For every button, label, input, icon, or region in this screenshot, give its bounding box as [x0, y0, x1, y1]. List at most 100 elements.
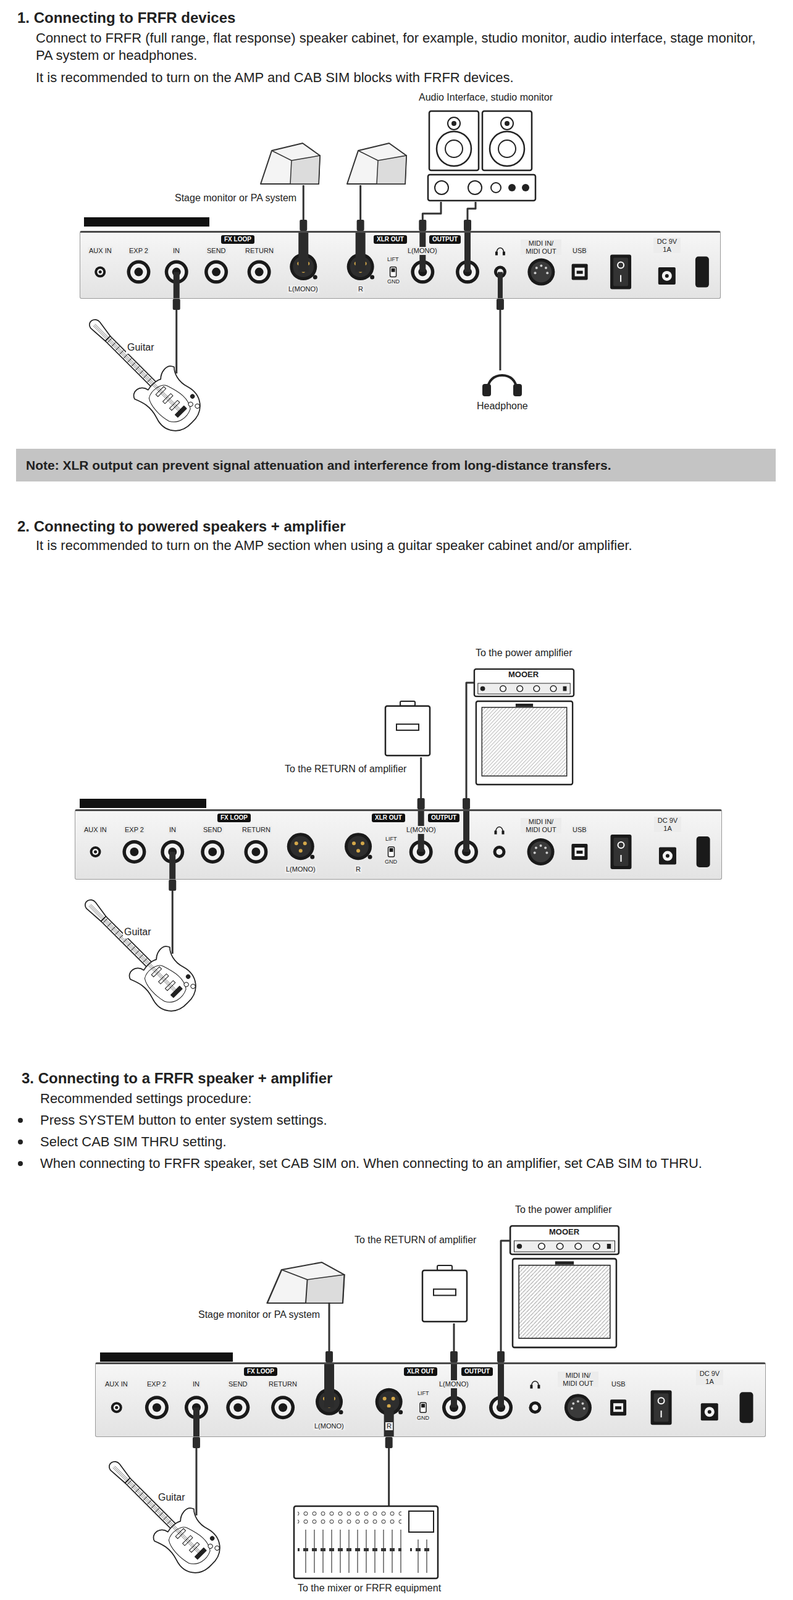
section-tag: FX LOOP — [221, 235, 255, 244]
cable — [171, 891, 174, 955]
amplifier — [422, 1266, 467, 1323]
cable-plug — [450, 1351, 458, 1364]
cable — [466, 683, 474, 799]
quarter-inch-jack — [126, 260, 151, 285]
cable-clamp — [739, 1392, 754, 1424]
midi-pin — [581, 1403, 585, 1406]
usb-port — [574, 847, 585, 857]
jack-label: AUX IN — [82, 826, 109, 835]
cable-plug — [463, 219, 472, 231]
jack-label: SEND — [205, 247, 228, 256]
midi-pin — [583, 1408, 586, 1411]
midi-jack — [527, 838, 555, 866]
cable-plug — [497, 1364, 504, 1409]
note-band: Note: XLR output can prevent signal atte… — [16, 448, 776, 482]
midi-jack — [527, 258, 555, 286]
midi-pin — [545, 271, 549, 275]
jack-label: EXP 2 — [127, 247, 150, 256]
usb-port — [571, 844, 588, 861]
usb-port — [571, 264, 588, 281]
aux-jack — [111, 1402, 123, 1414]
xlr-jack — [347, 836, 369, 858]
quarter-inch-jack — [152, 1403, 162, 1413]
power-switch — [610, 834, 632, 870]
amplifier — [385, 701, 430, 756]
ground-lift-switch — [421, 1404, 425, 1409]
cable-plug — [497, 1351, 505, 1364]
guitar — [69, 883, 207, 1021]
xlr-latch — [398, 1410, 403, 1415]
body-text: It is recommended to turn on the AMP sec… — [34, 537, 634, 555]
cable-plug — [384, 1408, 395, 1438]
aux-jack — [114, 1406, 118, 1410]
xlr-jack — [290, 836, 312, 858]
xlr-pin — [360, 841, 365, 846]
midi-pin — [571, 1403, 575, 1406]
xlr-jack — [344, 833, 372, 861]
quarter-inch-jack — [229, 1400, 247, 1417]
bullet — [17, 1118, 23, 1124]
studio-monitor — [482, 111, 532, 171]
midi-pin — [545, 852, 548, 855]
quarter-inch-jack — [129, 847, 139, 857]
cable-plug — [299, 219, 307, 231]
dc-jack — [662, 851, 673, 862]
device-label: Guitar — [122, 926, 153, 939]
usb-port — [615, 1406, 622, 1410]
midi-jack — [530, 261, 552, 283]
jack-label: R — [356, 285, 365, 294]
midi-pin — [544, 266, 548, 270]
jack-label: GND — [386, 278, 401, 285]
midi-jack — [567, 1397, 589, 1419]
amp-head — [510, 1226, 619, 1255]
mixer — [293, 1506, 438, 1580]
cable-clamp — [695, 256, 710, 288]
brand-logo: MOOER — [507, 670, 540, 680]
device-label: To the power amplifier — [474, 647, 574, 660]
quarter-inch-jack — [211, 268, 221, 277]
aux-jack — [96, 269, 104, 276]
jack-label: LIFT — [386, 256, 400, 263]
aux-jack — [90, 846, 102, 858]
jack-label: RETURN — [240, 826, 272, 835]
cable-plug — [464, 232, 471, 273]
speaker-cabinet — [512, 1259, 617, 1349]
midi-pin — [576, 1400, 580, 1404]
bullet-text: When connecting to FRFR speaker, set CAB… — [38, 1155, 789, 1173]
jack-label: USB — [571, 826, 588, 835]
body-text: It is recommended to turn on the AMP and… — [34, 69, 516, 87]
bullet — [17, 1161, 23, 1167]
usb-port — [576, 851, 583, 855]
panel-bar — [79, 799, 207, 809]
jack-label: GND — [416, 1415, 430, 1422]
headphone-icon — [529, 1385, 533, 1389]
midi-pin — [544, 847, 547, 850]
aux-jack — [98, 270, 102, 274]
device-label: To the power amplifier — [513, 1204, 614, 1217]
section-tag: XLR OUT — [373, 235, 407, 244]
cable-plug — [463, 811, 470, 853]
rear-panel: AUX INEXP 2INFX LOOPSENDRETURNL(MONO)RXL… — [74, 809, 722, 881]
jack-label: L(MONO) — [287, 285, 320, 294]
jack-label: L(MONO) — [405, 826, 438, 835]
cable — [499, 310, 501, 371]
power-switch — [618, 842, 625, 849]
device-label: To the mixer or FRFR equipment — [296, 1582, 443, 1596]
aux-jack — [92, 849, 99, 856]
dc-jack — [665, 274, 669, 278]
xlr-pin — [387, 1405, 391, 1409]
quarter-inch-jack — [134, 268, 143, 277]
quarter-inch-jack — [255, 268, 264, 277]
dc-jack — [658, 267, 676, 285]
rear-panel: AUX INEXP 2INFX LOOPSENDRETURNL(MONO)RXL… — [95, 1363, 766, 1438]
cable — [175, 310, 178, 374]
ground-lift-switch — [419, 1403, 427, 1414]
device-label: Stage monitor or PA system — [197, 1309, 322, 1322]
ground-lift-switch — [387, 847, 395, 858]
stage-monitor — [267, 1262, 345, 1304]
quarter-inch-jack — [204, 844, 222, 861]
dc-jack — [704, 1407, 715, 1418]
jack-label: LIFT — [384, 836, 398, 843]
stage-monitor — [347, 143, 407, 185]
jack-label: GND — [384, 859, 398, 866]
